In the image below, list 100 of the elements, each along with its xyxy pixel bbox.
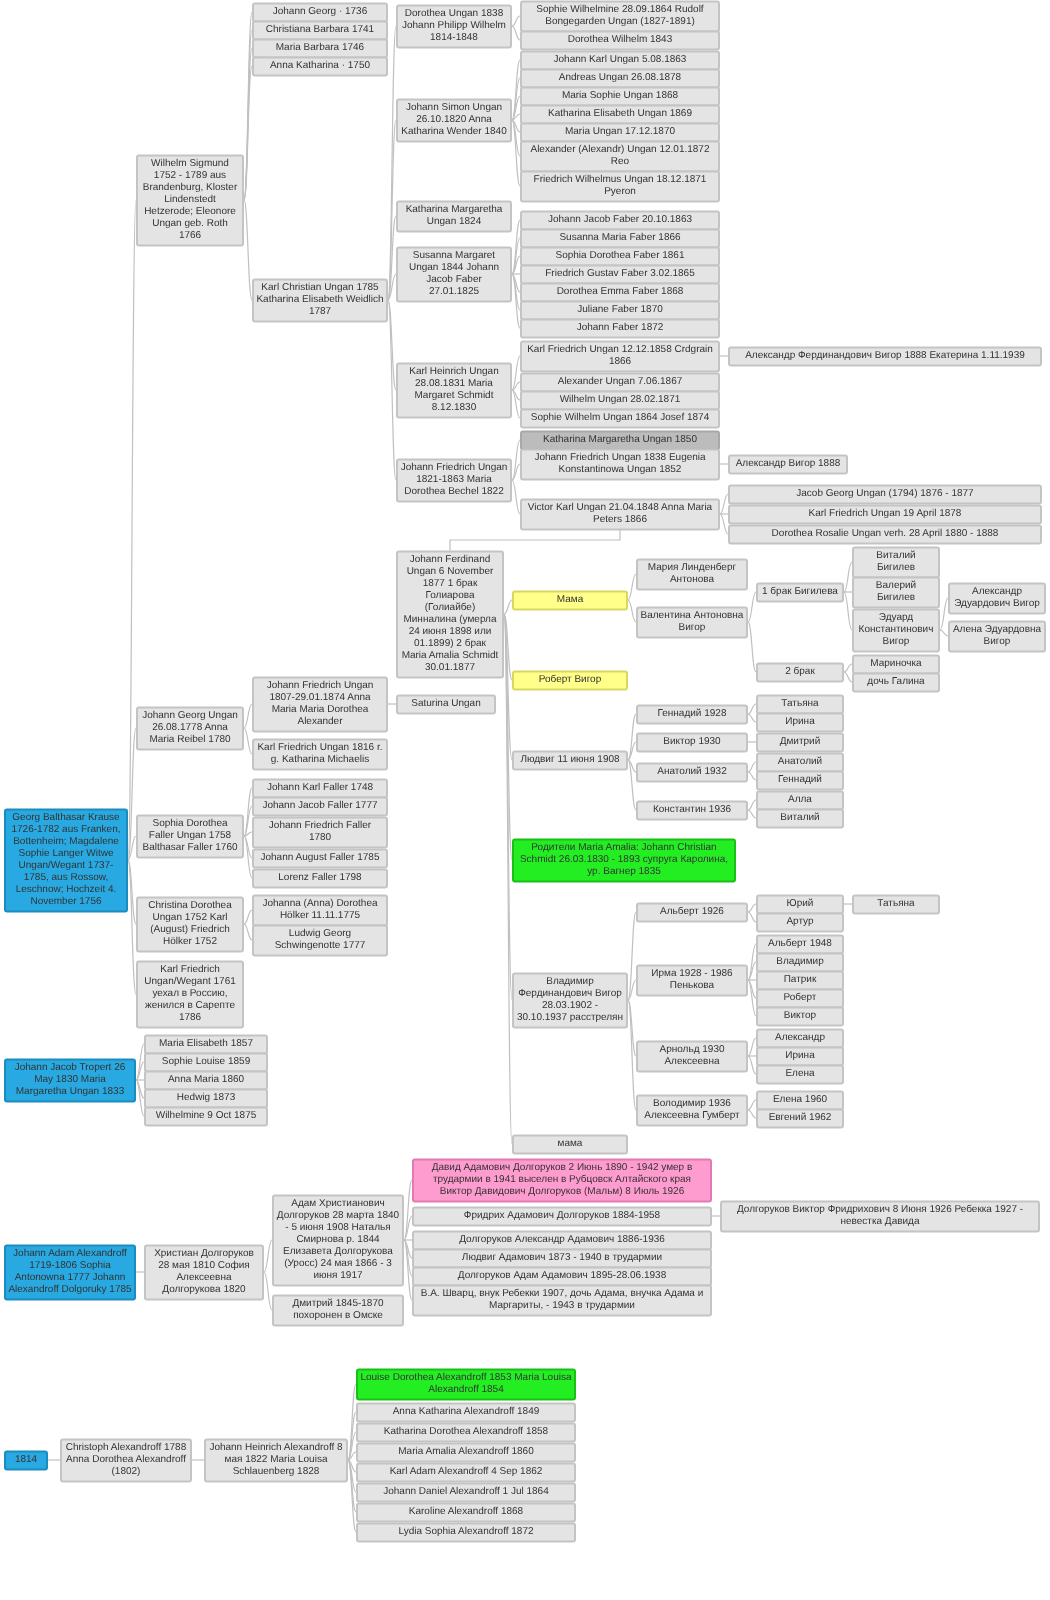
connector-line bbox=[127, 859, 137, 925]
connector-line bbox=[511, 15, 521, 27]
connector-line bbox=[747, 979, 757, 1017]
connector-line bbox=[243, 835, 253, 879]
connector-line bbox=[511, 273, 521, 311]
connector-line bbox=[403, 1215, 413, 1241]
connector-line bbox=[711, 1215, 721, 1217]
connector-line bbox=[511, 273, 521, 293]
connector-line bbox=[503, 613, 513, 681]
connector-line bbox=[627, 911, 637, 1001]
connector-line bbox=[347, 1459, 357, 1473]
connector-line bbox=[511, 389, 521, 401]
connector-line bbox=[627, 759, 637, 811]
connector-line bbox=[511, 119, 521, 157]
connector-line bbox=[747, 943, 757, 981]
connector-line bbox=[243, 727, 253, 755]
connector-line bbox=[387, 273, 397, 301]
connector-line bbox=[747, 1055, 757, 1057]
connector-line bbox=[843, 671, 853, 683]
connector-line bbox=[747, 703, 757, 715]
connector-line bbox=[135, 1061, 145, 1081]
connector-line bbox=[135, 1079, 145, 1099]
connector-line bbox=[511, 119, 521, 187]
connector-line bbox=[47, 1459, 61, 1461]
connector-line bbox=[747, 713, 757, 723]
connector-line bbox=[347, 1459, 357, 1513]
connector-line bbox=[347, 1383, 357, 1461]
connector-line bbox=[747, 979, 757, 981]
connector-line bbox=[347, 1459, 357, 1533]
connector-line bbox=[627, 713, 637, 761]
connector-line bbox=[627, 599, 637, 623]
connector-line bbox=[191, 1459, 205, 1461]
connector-line bbox=[243, 703, 253, 729]
connector-line bbox=[747, 961, 757, 981]
connector-line bbox=[511, 463, 521, 481]
connector-line bbox=[403, 1239, 413, 1277]
connector-line bbox=[747, 1037, 757, 1057]
connector-line bbox=[511, 439, 521, 481]
connector-line bbox=[127, 859, 137, 995]
connector-line bbox=[511, 95, 521, 121]
connector-line bbox=[403, 1239, 413, 1259]
connector-line bbox=[243, 199, 253, 301]
connector-line bbox=[511, 77, 521, 121]
connector-line bbox=[843, 591, 853, 631]
connector-line bbox=[747, 799, 757, 811]
connector-line bbox=[347, 1431, 357, 1461]
connector-line bbox=[719, 513, 729, 515]
connector-line bbox=[503, 613, 513, 761]
connector-line bbox=[627, 573, 637, 601]
connector-line bbox=[243, 831, 253, 837]
connector-line bbox=[387, 299, 397, 391]
connector-line bbox=[747, 1109, 757, 1119]
connector-line bbox=[627, 741, 637, 761]
connector-line bbox=[843, 591, 853, 593]
connector-line bbox=[511, 119, 521, 133]
connector-line bbox=[843, 561, 853, 593]
connector-line bbox=[511, 237, 521, 275]
connector-line bbox=[511, 255, 521, 275]
connector-line bbox=[747, 761, 757, 773]
connector-line bbox=[403, 1239, 413, 1301]
connector-line bbox=[511, 25, 521, 41]
connector-line bbox=[347, 1459, 357, 1493]
connector-line bbox=[747, 1099, 757, 1111]
connector-line bbox=[627, 999, 637, 1057]
connector-line bbox=[747, 911, 757, 923]
connector-line bbox=[387, 215, 397, 301]
connector-line bbox=[627, 759, 637, 773]
connector-line bbox=[127, 835, 137, 861]
connector-line bbox=[939, 597, 949, 631]
connector-line bbox=[263, 1239, 273, 1273]
connector-line bbox=[719, 493, 729, 515]
connector-line bbox=[135, 1043, 145, 1081]
connector-line bbox=[135, 1271, 145, 1273]
connector-line bbox=[511, 355, 521, 391]
connector-line bbox=[747, 771, 757, 781]
connector-line bbox=[843, 903, 853, 905]
connector-line bbox=[719, 355, 729, 357]
connector-line bbox=[747, 1055, 757, 1075]
connector-line bbox=[719, 513, 729, 535]
connector-line bbox=[747, 741, 757, 743]
connector-line bbox=[511, 219, 521, 275]
connector-line bbox=[511, 273, 521, 275]
connector-line bbox=[747, 979, 757, 999]
connector-line bbox=[719, 463, 729, 465]
connector-line bbox=[243, 835, 253, 859]
connector-line bbox=[747, 809, 757, 819]
connector-line bbox=[243, 923, 253, 941]
connector-line bbox=[747, 621, 757, 673]
connector-line bbox=[449, 529, 621, 551]
connector-line bbox=[135, 1079, 145, 1081]
connector-line bbox=[347, 1451, 357, 1461]
connector-line bbox=[243, 909, 253, 925]
connector-line bbox=[627, 999, 637, 1111]
connector-line bbox=[263, 1271, 273, 1311]
connector-line bbox=[747, 591, 757, 623]
connector-line bbox=[511, 59, 521, 121]
connector-line bbox=[511, 389, 521, 419]
connector-line bbox=[511, 273, 521, 329]
connector-line bbox=[387, 703, 397, 705]
connector-line bbox=[347, 1411, 357, 1461]
